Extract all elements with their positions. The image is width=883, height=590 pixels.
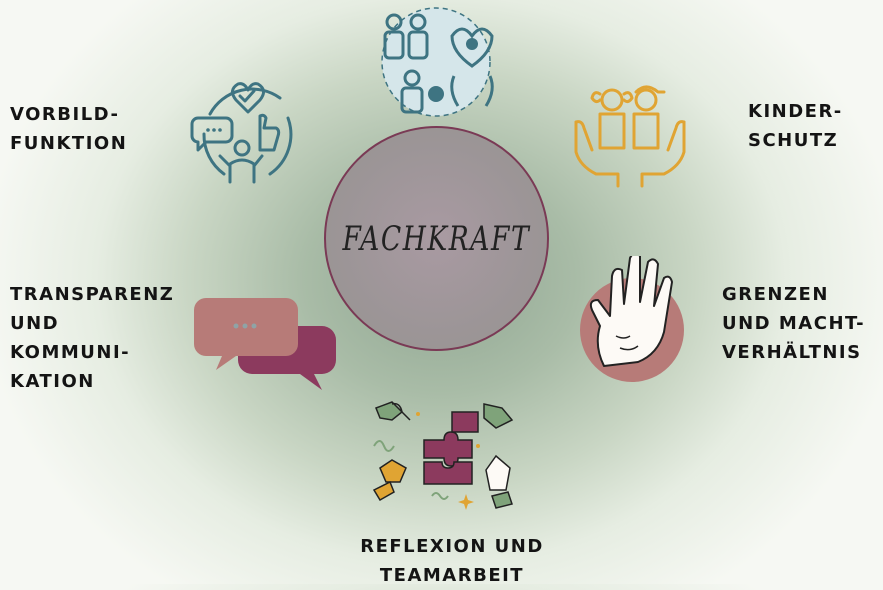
label-grenzen: GRENZEN UND MACHT- VERHÄLTNIS — [722, 284, 866, 363]
role-model-icon — [190, 82, 293, 184]
puzzle-teamwork-icon — [372, 401, 514, 510]
center-circle: FACHKRAFT — [324, 126, 549, 351]
center-title: FACHKRAFT — [342, 218, 531, 259]
speech-bubbles-icon — [194, 298, 336, 390]
label-kinderschutz: KINDER- SCHUTZ — [748, 101, 843, 151]
label-vorbildfunktion: VORBILD- FUNKTION — [10, 104, 128, 154]
label-transparenz: TRANSPARENZ UND KOMMUNI- KATION — [10, 284, 175, 392]
label-reflexion: REFLEXION UND TEAMARBEIT — [360, 536, 544, 586]
family-community-icon — [381, 7, 494, 117]
stop-hand-icon — [580, 256, 684, 382]
child-protection-icon — [574, 85, 686, 188]
